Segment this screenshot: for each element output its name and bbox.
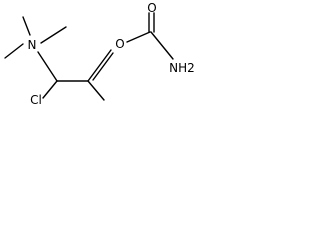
o-to-carbamate-c-bond	[126, 31, 151, 43]
n-to-ch-bond	[37, 51, 58, 82]
n-methyl-bond-up	[22, 16, 31, 36]
c-o-double-bond-outer	[87, 49, 112, 82]
carbonyl-oxygen-label: O	[147, 1, 156, 15]
nitrogen-label: N	[28, 38, 37, 52]
n-methyl-bond-right	[40, 26, 67, 44]
c-methyl-bond	[87, 80, 105, 101]
c-o-double-bond-inner	[92, 52, 114, 81]
ester-oxygen-label: O	[115, 37, 124, 51]
chlorine-label: Cl	[30, 93, 42, 107]
n-methyl-bond-left	[4, 43, 24, 59]
amine-label: NH2	[169, 61, 195, 75]
ch-to-cl-bond	[42, 80, 58, 99]
carbamate-c-to-nh2-bond	[150, 31, 174, 60]
chemical-structure-diagram: N Cl O O NH2	[4, 1, 195, 107]
